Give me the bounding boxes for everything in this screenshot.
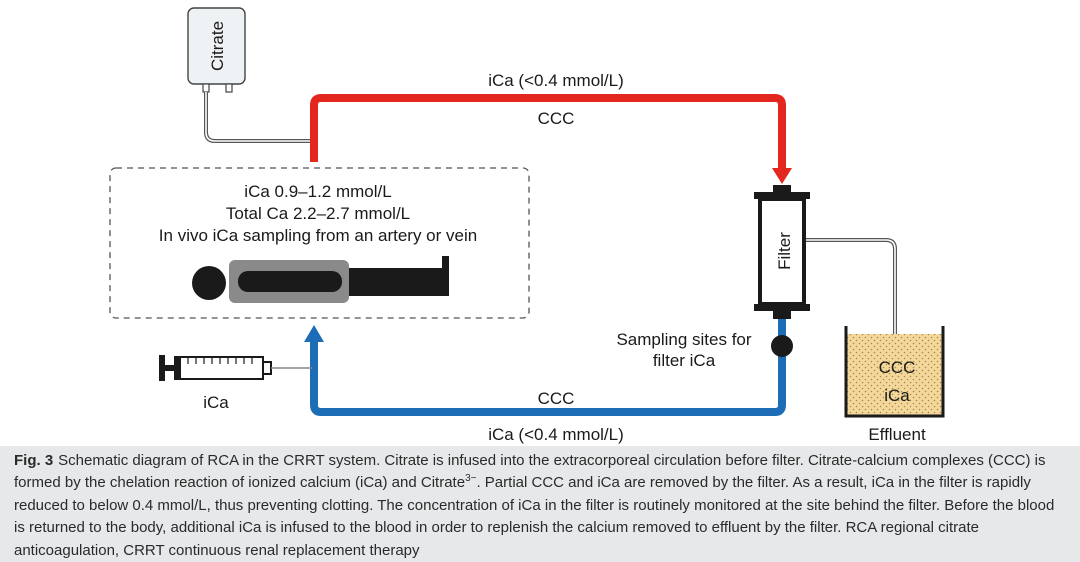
top-ica-label: iCa (<0.4 mmol/L)	[488, 71, 624, 90]
sampling-label-line2: filter iCa	[653, 351, 716, 370]
sampling-label-line1: Sampling sites for	[616, 330, 751, 349]
patient-figure	[192, 256, 449, 303]
effluent-label: Effluent	[868, 425, 926, 444]
patient-total-ca-range: Total Ca 2.2–2.7 mmol/L	[226, 204, 410, 223]
caption-text-part1: Schematic diagram of RCA in the CRRT sys…	[14, 452, 1046, 492]
rca-crrt-diagram: Citrate iCa (<0.4 mmol/L) CCC iCa 0.9–1.…	[109, 7, 945, 444]
syringe-icon	[159, 355, 312, 381]
effluent-ica-label: iCa	[884, 386, 910, 405]
patient-sampling-note: In vivo iCa sampling from an artery or v…	[159, 226, 477, 245]
arterial-arrow	[772, 168, 792, 184]
venous-blood-line	[310, 319, 786, 416]
citrate-bag-label: Citrate	[208, 21, 227, 71]
top-ccc-label: CCC	[538, 109, 575, 128]
citrate-tubing	[204, 92, 312, 143]
syringe-label: iCa	[203, 393, 229, 412]
sampling-site-marker	[771, 335, 793, 357]
patient-head	[192, 266, 226, 300]
caption-text-part2: . Partial CCC and iCa are removed by the…	[14, 474, 1055, 559]
caption-superscript: 3−	[465, 473, 477, 485]
effluent-tubing	[806, 238, 897, 336]
patient-arm	[238, 271, 342, 292]
bottom-ccc-label: CCC	[538, 389, 575, 408]
figure-number: Fig. 3	[14, 452, 54, 469]
patient-box	[109, 167, 530, 319]
effluent-ccc-label: CCC	[879, 358, 916, 377]
arterial-blood-line	[310, 94, 786, 168]
filter: Filter	[754, 185, 810, 319]
bottom-ica-label: iCa (<0.4 mmol/L)	[488, 425, 624, 444]
effluent-container: CCC iCa	[844, 326, 945, 418]
filter-label: Filter	[775, 232, 794, 270]
citrate-bag: Citrate	[187, 7, 246, 93]
venous-arrow	[304, 325, 324, 342]
patient-legs	[349, 256, 449, 296]
patient-ica-range: iCa 0.9–1.2 mmol/L	[244, 182, 391, 201]
